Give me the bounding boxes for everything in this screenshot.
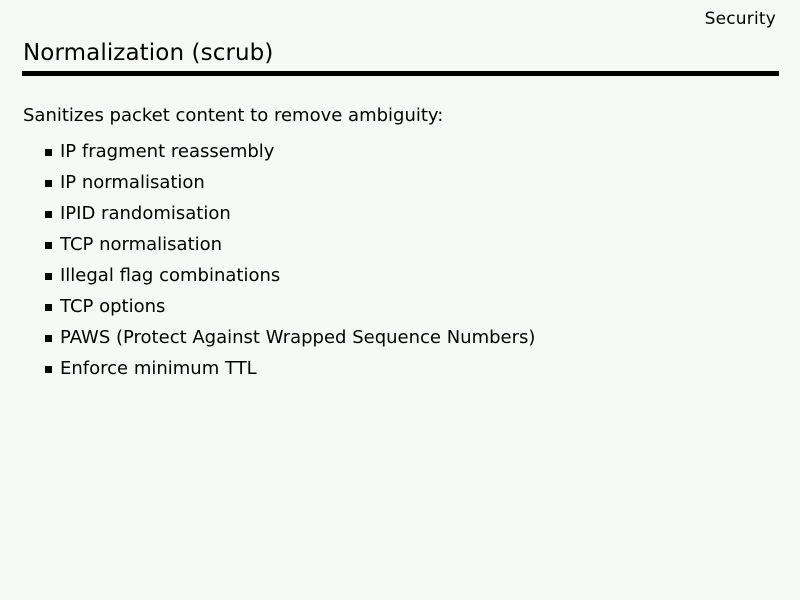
- list-item-label: PAWS (Protect Against Wrapped Sequence N…: [60, 327, 536, 348]
- page-title: Normalization (scrub): [23, 40, 274, 66]
- list-item-label: IPID randomisation: [60, 203, 231, 224]
- list-item-label: Enforce minimum TTL: [60, 358, 257, 379]
- slide-header-label: Security: [704, 9, 776, 29]
- list-item-label: IP normalisation: [60, 172, 205, 193]
- list-item-label: TCP normalisation: [60, 234, 223, 255]
- list-item: IP normalisation: [0, 171, 535, 202]
- list-item-label: Illegal flag combinations: [60, 265, 281, 286]
- list-item: Enforce minimum TTL: [0, 357, 535, 388]
- square-bullet-icon: [45, 242, 52, 249]
- title-divider: [22, 71, 779, 76]
- list-item-label: TCP options: [60, 296, 166, 317]
- list-item: PAWS (Protect Against Wrapped Sequence N…: [0, 326, 535, 357]
- list-item: Illegal flag combinations: [0, 264, 535, 295]
- bullet-list: IP fragment reassembly IP normalisation …: [0, 140, 535, 388]
- square-bullet-icon: [45, 273, 52, 280]
- square-bullet-icon: [45, 180, 52, 187]
- square-bullet-icon: [45, 211, 52, 218]
- square-bullet-icon: [45, 304, 52, 311]
- list-item: IPID randomisation: [0, 202, 535, 233]
- square-bullet-icon: [45, 335, 52, 342]
- intro-text: Sanitizes packet content to remove ambig…: [23, 105, 444, 126]
- square-bullet-icon: [45, 149, 52, 156]
- list-item: IP fragment reassembly: [0, 140, 535, 171]
- square-bullet-icon: [45, 366, 52, 373]
- list-item: TCP normalisation: [0, 233, 535, 264]
- list-item-label: IP fragment reassembly: [60, 141, 275, 162]
- list-item: TCP options: [0, 295, 535, 326]
